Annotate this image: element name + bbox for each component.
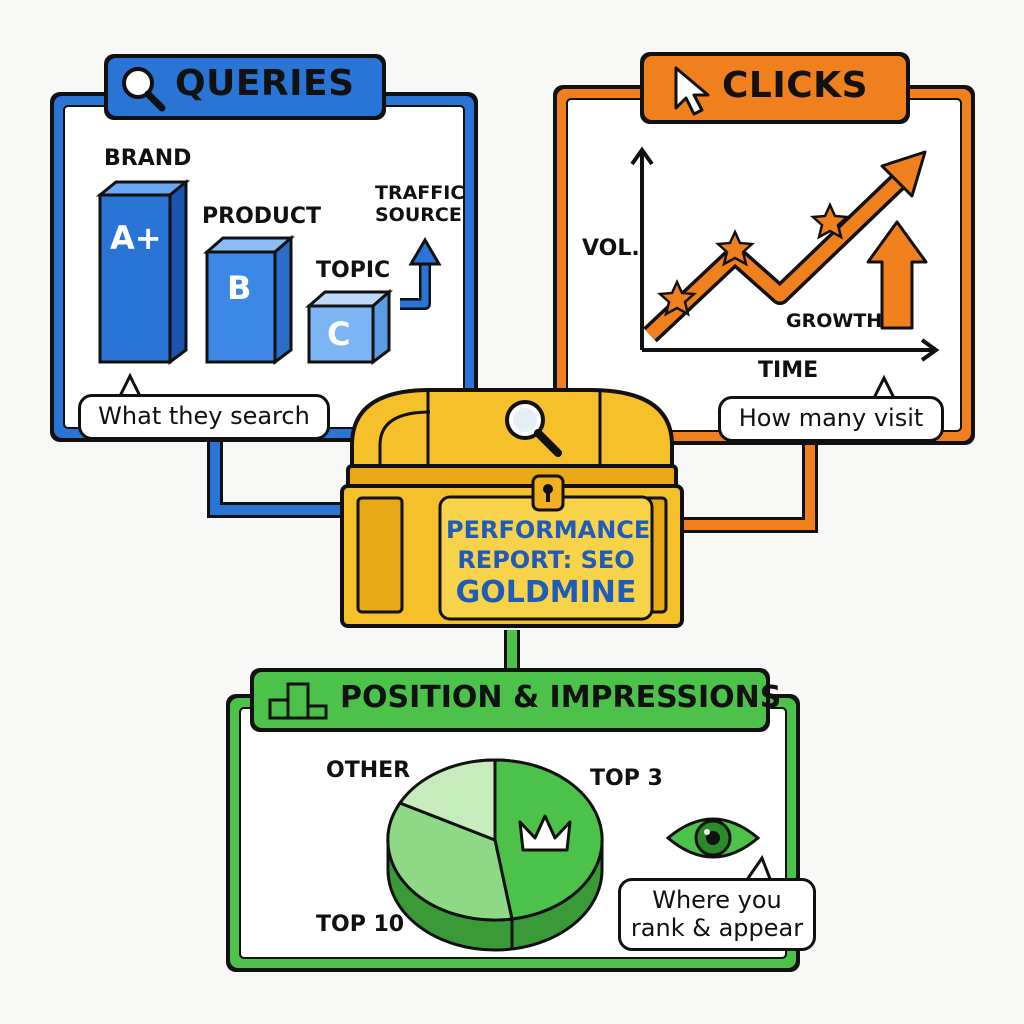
position-title: POSITION & IMPRESSIONS xyxy=(340,680,782,715)
crown-icon xyxy=(518,814,572,852)
eye-icon xyxy=(665,817,761,859)
connector-clicks xyxy=(665,440,818,533)
block-b xyxy=(203,234,295,365)
pie-label-top-3: TOP 3 xyxy=(590,766,663,791)
connector-queries-fill xyxy=(210,440,360,515)
queries-panel xyxy=(50,54,478,442)
clicks-caption: How many visit xyxy=(718,396,944,442)
connector-queries xyxy=(207,440,360,518)
label-product: PRODUCT xyxy=(202,204,322,229)
label-brand: BRAND xyxy=(104,146,192,171)
star-icon xyxy=(714,228,756,267)
axis-y-label: VOL. xyxy=(582,236,640,261)
block-a-label: A+ xyxy=(110,219,162,257)
magnifier-icon xyxy=(505,400,562,457)
pie-slice-other xyxy=(397,758,497,843)
block-b-label: B xyxy=(227,269,252,307)
magnifier-icon xyxy=(122,67,166,112)
position-caption-line1: Where you xyxy=(652,886,782,914)
connectors xyxy=(207,440,818,680)
podium-icon xyxy=(268,682,328,720)
block-c xyxy=(305,288,393,365)
pie-chart xyxy=(386,758,604,952)
queries-title: QUERIES xyxy=(175,63,355,104)
pie-label-top-10: TOP 10 xyxy=(316,912,405,937)
center-line-1: PERFORMANCE xyxy=(446,516,651,544)
connector-clicks-fill xyxy=(665,440,815,530)
clicks-panel xyxy=(553,52,975,445)
label-topic: TOPIC xyxy=(316,258,391,283)
block-c-label: C xyxy=(327,315,351,353)
axis-x-label: TIME xyxy=(758,358,819,383)
queries-caption: What they search xyxy=(78,394,330,440)
star-icon xyxy=(809,201,851,240)
pie-slice-top-10 xyxy=(386,801,514,922)
position-caption: Where you rank & appear xyxy=(618,878,816,952)
clicks-title: CLICKS xyxy=(722,65,868,106)
block-a xyxy=(95,178,191,365)
pie-label-other: OTHER xyxy=(326,758,411,783)
star-icons xyxy=(656,201,851,317)
chart-axes xyxy=(630,146,940,362)
traffic-arrow-icon xyxy=(400,237,442,310)
center-line-2: REPORT: SEO xyxy=(457,546,635,574)
center-line-3: GOLDMINE xyxy=(455,575,637,610)
growth-label: GROWTH xyxy=(786,310,883,332)
growth-arrow-icon xyxy=(866,220,928,330)
label-traffic-source-line1: TRAFFIC xyxy=(375,182,465,204)
treasure-chest xyxy=(340,388,684,628)
label-traffic-source-line2: SOURCE xyxy=(375,204,462,226)
lock-icon xyxy=(531,474,565,512)
star-icon xyxy=(656,278,698,317)
position-caption-line2: rank & appear xyxy=(630,913,804,942)
cursor-icon xyxy=(674,66,710,116)
